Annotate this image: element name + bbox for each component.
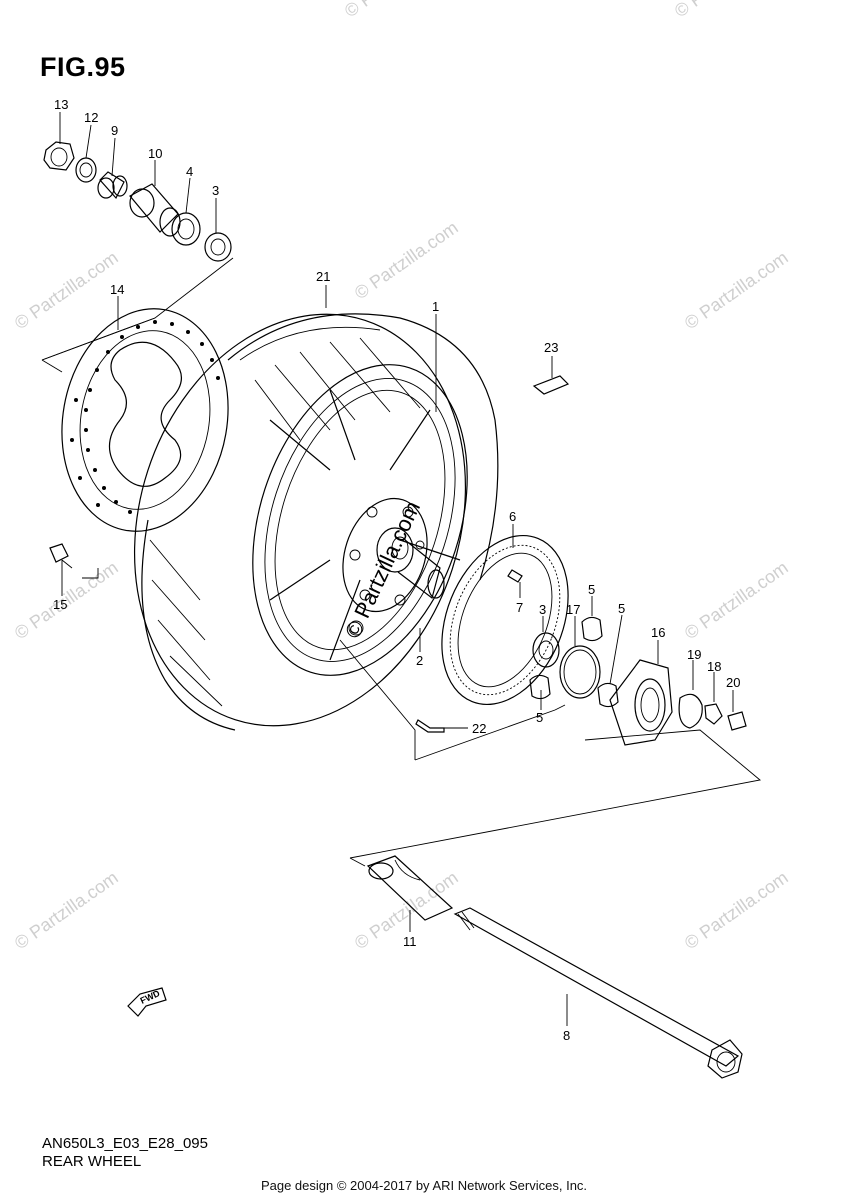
callout-8: 8 (563, 1028, 570, 1043)
callout-20: 20 (726, 675, 740, 690)
callout-7: 7 (516, 600, 523, 615)
callout-10: 10 (148, 146, 162, 161)
callout-2: 2 (416, 653, 423, 668)
callout-11: 11 (403, 934, 417, 949)
watermark: © Partzilla.com (11, 247, 122, 333)
callout-17: 17 (566, 602, 580, 617)
callout-5a: 5 (588, 582, 595, 597)
watermark: © Partzilla.com (681, 867, 792, 953)
watermark: © Partzilla.com (11, 867, 122, 953)
callout-12: 12 (84, 110, 98, 125)
callouts: 13 12 9 10 4 3 21 1 14 23 6 7 3 5 17 5 1… (53, 97, 740, 1043)
watermark: © Partzilla.com (681, 247, 792, 333)
callout-16: 16 (651, 625, 665, 640)
callout-6: 6 (509, 509, 516, 524)
callout-13: 13 (54, 97, 68, 112)
diagram-name: REAR WHEEL (42, 1153, 142, 1170)
brake-disc (61, 308, 229, 532)
callout-14: 14 (110, 282, 124, 297)
callout-18: 18 (707, 659, 721, 674)
callout-3b: 3 (539, 602, 546, 617)
callout-15: 15 (53, 597, 67, 612)
watermark: © Partzilla.com (341, 0, 452, 21)
callout-22: 22 (472, 721, 486, 736)
callout-23: 23 (544, 340, 558, 355)
callout-19: 19 (687, 647, 701, 662)
callout-1: 1 (432, 299, 439, 314)
callout-5c: 5 (536, 710, 543, 725)
forward-arrow[interactable]: FWD (127, 987, 167, 1017)
watermark: © Partzilla.com (681, 557, 792, 643)
watermark: © Partzilla.com (351, 217, 462, 303)
watermark: © Partzilla.com (671, 0, 782, 21)
fwd-label: FWD (139, 988, 162, 1006)
callout-21: 21 (316, 269, 330, 284)
center-watermark: © Partzilla.com (340, 497, 425, 642)
diagram-code: AN650L3_E03_E28_095 (42, 1135, 208, 1152)
page-footer: Page design © 2004-2017 by ARI Network S… (260, 1178, 588, 1193)
callout-4: 4 (186, 164, 193, 179)
right-hub-parts (49, 285, 747, 746)
figure-title: FIG.95 (40, 52, 126, 82)
axle-group (366, 855, 743, 1079)
assembly-lines (41, 257, 762, 867)
watermark-layer: © Partzilla.com © Partzilla.com © Partzi… (11, 0, 792, 953)
tone-ring (441, 534, 569, 706)
callout-9: 9 (111, 123, 118, 138)
wheel-rim (252, 364, 468, 676)
callout-3: 3 (212, 183, 219, 198)
hardware-stack (43, 112, 232, 262)
rear-tire (133, 313, 499, 731)
callout-5b: 5 (618, 601, 625, 616)
